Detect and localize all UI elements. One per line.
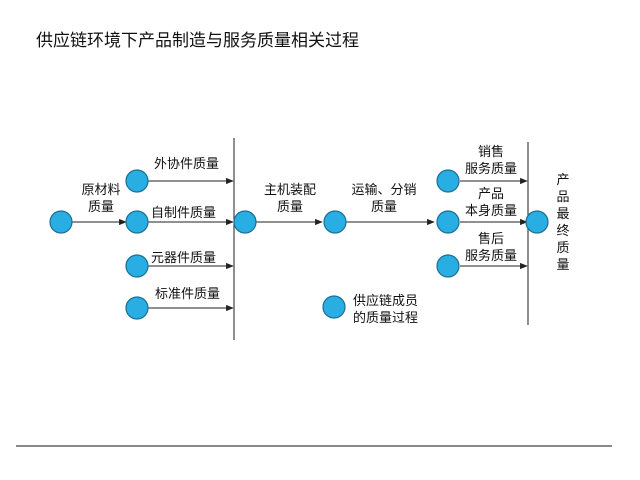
label-assembly-2: 质量 <box>277 200 303 215</box>
label-self-made-parts: 自制件质量 <box>151 206 216 221</box>
node-components <box>125 254 149 278</box>
node-raw-material <box>49 210 73 234</box>
node-transport <box>323 210 347 234</box>
label-sales-2: 服务质量 <box>465 161 517 177</box>
node-self-made-parts <box>125 210 149 234</box>
label-standard-parts: 标准件质量 <box>155 287 220 302</box>
legend-node-icon <box>322 295 346 319</box>
label-after-sales-2: 服务质量 <box>465 248 517 264</box>
label-outsourced-parts: 外协件质量 <box>154 157 219 172</box>
label-final-quality-2: 品 <box>556 190 569 205</box>
label-raw-material-1: 原材料 <box>81 183 120 198</box>
label-final-quality-5: 质 <box>556 241 569 256</box>
label-sales-1: 销售 <box>478 144 504 160</box>
node-outsourced-parts <box>125 169 149 193</box>
node-assembly <box>233 210 257 234</box>
label-final-quality-6: 量 <box>556 258 569 273</box>
label-product-itself-1: 产品 <box>478 187 504 202</box>
legend-label-2: 的质量过程 <box>353 310 418 326</box>
label-transport-2: 质量 <box>371 200 397 215</box>
label-product-itself-2: 本身质量 <box>465 203 517 219</box>
node-after-sales <box>436 254 460 278</box>
label-components: 元器件质量 <box>151 251 216 266</box>
node-standard-parts <box>125 296 149 320</box>
label-final-quality-3: 最 <box>556 207 569 222</box>
label-after-sales-1: 售后 <box>478 231 504 247</box>
label-transport-1: 运输、分销 <box>351 182 416 198</box>
label-raw-material-2: 质量 <box>88 200 114 215</box>
label-final-quality-4: 终 <box>556 223 569 239</box>
label-assembly-1: 主机装配 <box>264 183 316 198</box>
node-final-quality <box>525 210 549 234</box>
label-final-quality-1: 产 <box>556 173 569 188</box>
node-sales <box>436 169 460 193</box>
diagram-title: 供应链环境下产品制造与服务质量相关过程 <box>36 31 359 51</box>
legend-label-1: 供应链成员 <box>353 293 418 309</box>
node-product-itself <box>436 210 460 234</box>
